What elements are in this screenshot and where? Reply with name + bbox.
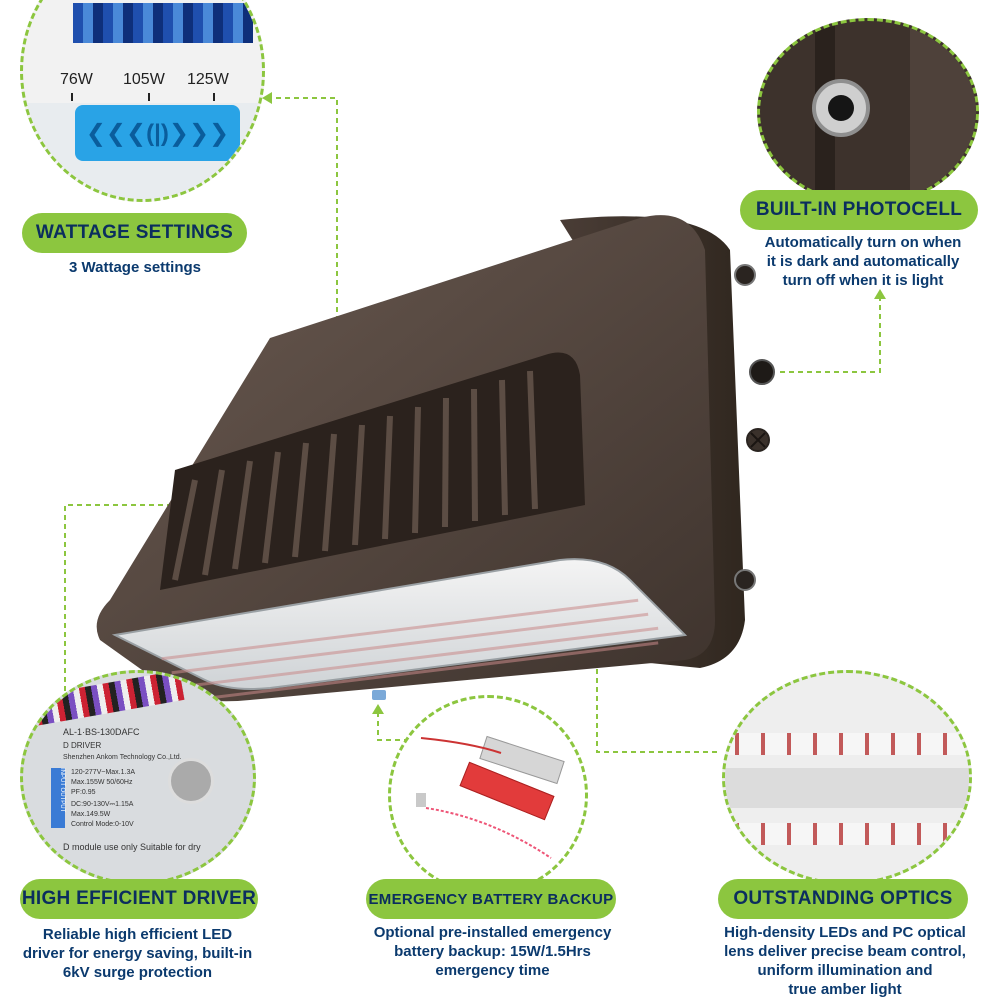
connector-driver (64, 504, 190, 700)
wattage-selector-switch[interactable]: ❮❮❮(|)❯❯❯ (75, 105, 240, 161)
led-strip-top (725, 733, 969, 755)
connector-photocell (780, 295, 881, 373)
side-hardware (734, 264, 775, 591)
battery-desc: Optional pre-installed emergency battery… (373, 924, 612, 979)
optics-desc: High-density LEDs and PC optical lens de… (724, 924, 966, 998)
outstanding-optics-pill: OUTSTANDING OPTICS (718, 879, 968, 919)
pixelated-label (73, 3, 253, 43)
wattage-settings-pill: WATTAGE SETTINGS (22, 213, 247, 253)
driver-knob (168, 758, 214, 804)
high-efficient-driver-pill: HIGH EFFICIENT DRIVER (20, 879, 258, 919)
wattage-76w: 76W (60, 71, 93, 88)
led-rows (161, 598, 659, 702)
vent-fins (172, 370, 538, 581)
driver-zoom-circle: AL-1·BS-130DAFC D DRIVER Shenzhen Ankom … (20, 670, 256, 885)
led-lens (111, 558, 688, 690)
wattage-105w: 105W (123, 71, 165, 88)
battery-zoom-circle (388, 695, 588, 895)
emergency-battery-backup-pill: EMERGENCY BATTERY BACKUP (366, 879, 616, 919)
built-in-photocell-pill: BUILT-IN PHOTOCELL (740, 190, 978, 230)
photocell-sensor (812, 79, 870, 137)
wattage-zoom-circle: 76W 105W 125W ❮❮❮(|)❯❯❯ (20, 0, 265, 202)
wattage-settings-desc: 3 Wattage settings (69, 259, 201, 276)
battery-test-button (372, 690, 386, 700)
led-strip-bottom (725, 823, 969, 845)
photocell-zoom-circle (757, 18, 979, 206)
wattage-125w: 125W (187, 71, 229, 88)
optics-zoom-circle (722, 670, 972, 885)
driver-desc: Reliable high efficient LED driver for e… (22, 926, 253, 981)
connector-optics (596, 660, 720, 753)
photocell-desc: Automatically turn on when it is dark an… (764, 234, 962, 289)
